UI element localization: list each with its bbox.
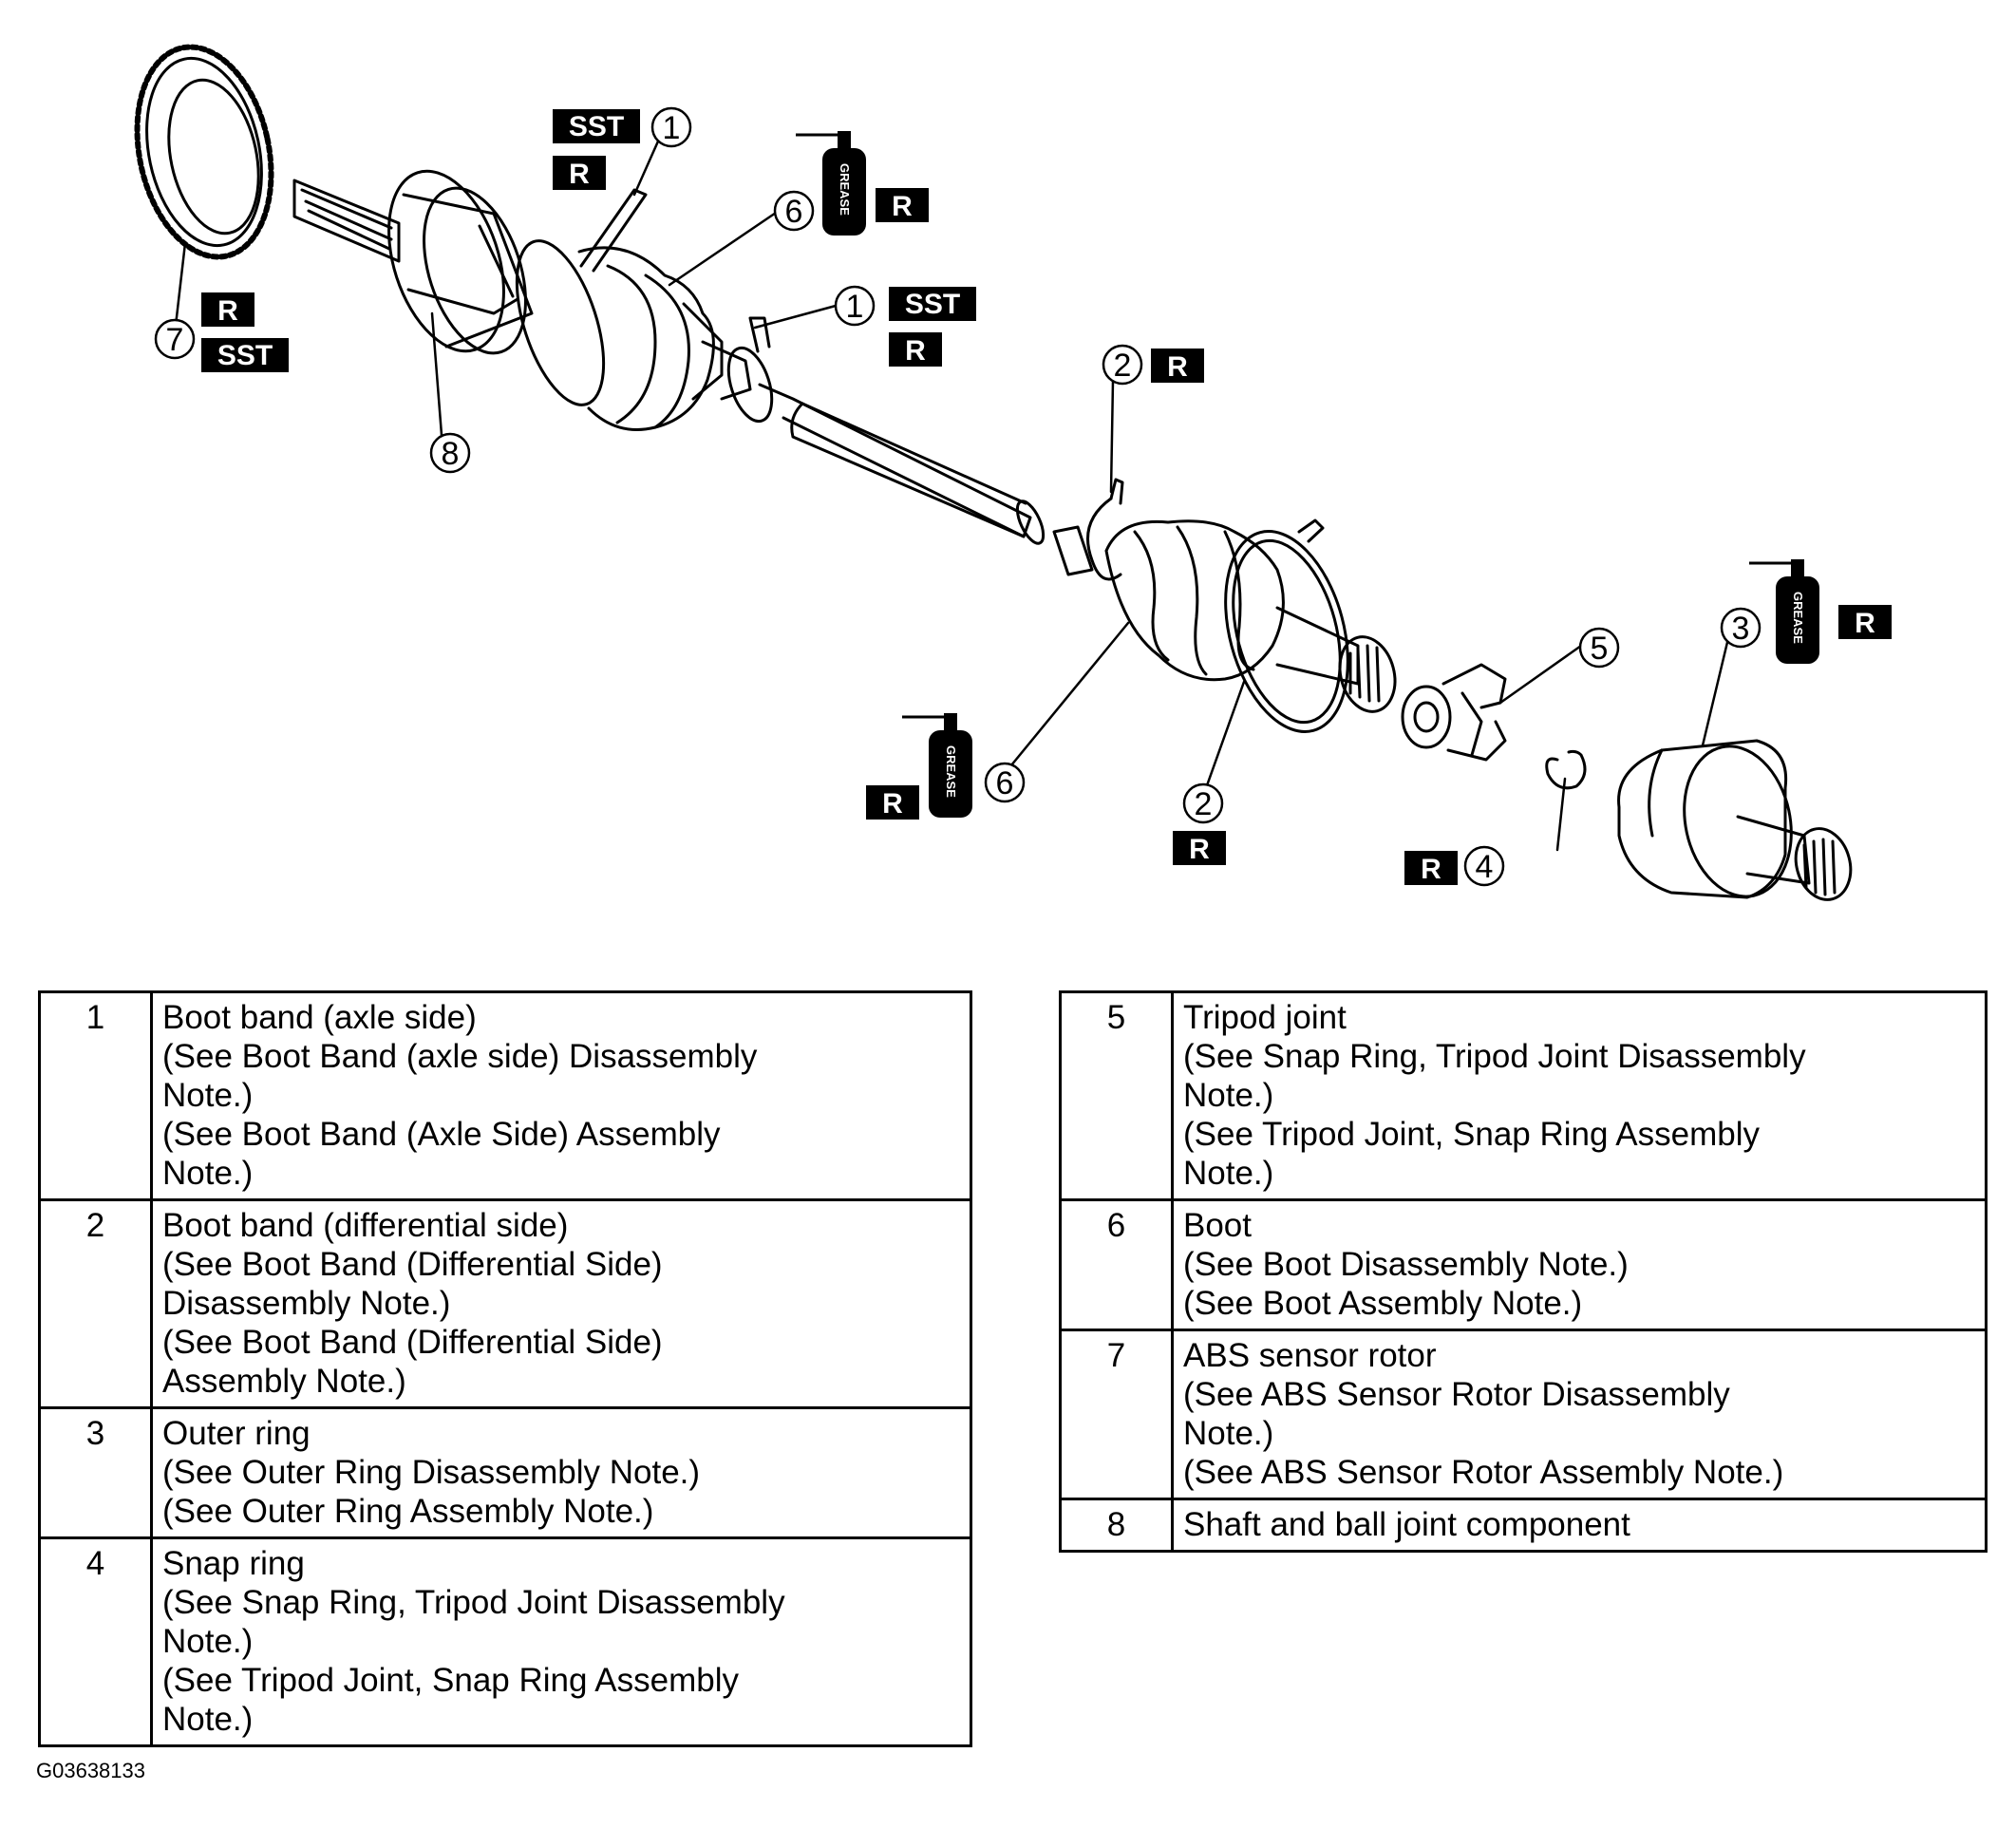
table-row: 6 Boot (See Boot Disassembly Note.) (See… [1059,1198,1988,1331]
exploded-drive-shaft-diagram: 1 6 1 7 8 2 3 5 [134,44,1892,901]
part-description: Shaft and ball joint component [1171,1498,1988,1553]
callout-1-lower: 1 [834,285,876,327]
abs-sensor-rotor [134,44,274,260]
callout-5: 5 [1578,627,1620,669]
grease-can-icon-right: GREASE [1749,559,1819,664]
r-badge-4: R [1404,851,1458,885]
r-badge-6-upper-text: R [892,191,913,222]
callout-3: 3 [1720,607,1762,649]
part-number: 6 [1059,1198,1174,1331]
r-badge-2-lower-text: R [1189,834,1210,865]
table-row: 1 Boot band (axle side) (See Boot Band (… [38,990,972,1201]
r-badge-3: R [1838,605,1892,639]
callout-8-label: 8 [442,436,460,472]
sst-badge-7-text: SST [217,340,273,371]
boot-band-differential-side-lower [1224,518,1349,733]
part-description: Outer ring (See Outer Ring Disassembly N… [150,1406,972,1539]
boot-band-differential-side-upper [1052,478,1124,581]
callout-2-lower-label: 2 [1195,786,1213,822]
inner-shaft-spline [1275,606,1397,713]
grease-can-icon-lower: GREASE [902,713,972,818]
callout-4: 4 [1463,845,1505,887]
grease-cans: GREASE GREASE GREASE [796,131,1819,818]
shaft-and-ball-joint-component [292,169,534,355]
sst-badge-1-lower: SST [889,287,976,321]
sst-badge-1-upper-text: SST [569,111,624,142]
callout-1-upper-label: 1 [663,110,681,146]
r-badge-6-lower-text: R [882,788,903,820]
callout-1-upper: 1 [650,106,692,148]
r-badge-1-lower: R [889,332,942,367]
callout-circles: 1 6 1 7 8 2 3 5 [154,106,1762,887]
part-description: Tripod joint (See Snap Ring, Tripod Join… [1171,990,1988,1201]
leader-lines [172,124,1731,852]
callout-6-upper-label: 6 [785,194,803,230]
part-number: 4 [38,1536,153,1747]
callout-6-lower-label: 6 [996,765,1014,801]
part-number: 8 [1059,1498,1174,1553]
callout-7-label: 7 [166,322,184,358]
boot-differential-side [1104,519,1285,682]
table-row: 7 ABS sensor rotor (See ABS Sensor Rotor… [1059,1329,1988,1500]
callout-4-label: 4 [1476,849,1494,885]
r-badge-2-upper-text: R [1167,351,1188,383]
part-number: 1 [38,990,153,1201]
part-number: 7 [1059,1329,1174,1500]
outer-ring [1617,739,1853,901]
table-row: 8 Shaft and ball joint component [1059,1498,1988,1553]
callout-2-upper-label: 2 [1114,348,1132,384]
part-number: 2 [38,1198,153,1409]
part-description: Snap ring (See Snap Ring, Tripod Joint D… [150,1536,972,1747]
boot-wheel-side [577,246,752,431]
figure-code: G03638133 [36,1759,145,1782]
sst-badge-1-lower-text: SST [905,289,960,320]
callout-5-label: 5 [1591,631,1609,667]
replace-and-tool-badges: SST R R SST R R SST R [201,109,1892,885]
callout-2-upper: 2 [1102,344,1143,386]
callout-3-label: 3 [1732,611,1750,647]
callout-6-upper: 6 [773,190,815,232]
part-description: ABS sensor rotor (See ABS Sensor Rotor D… [1171,1329,1988,1500]
r-badge-1-upper-text: R [569,159,590,190]
table-row: 4 Snap ring (See Snap Ring, Tripod Joint… [38,1536,972,1747]
r-badge-2-lower: R [1173,831,1226,865]
part-number: 5 [1059,990,1174,1201]
parts-table-left: 1 Boot band (axle side) (See Boot Band (… [38,990,972,1747]
grease-can-icon-upper: GREASE [796,131,866,236]
callout-1-lower-label: 1 [846,289,864,325]
parts-table-right: 5 Tripod joint (See Snap Ring, Tripod Jo… [1059,990,1988,1553]
sst-badge-7: SST [201,338,289,372]
table-row: 2 Boot band (differential side) (See Boo… [38,1198,972,1409]
r-badge-7: R [201,292,254,327]
grease-label-upper: GREASE [838,163,852,216]
boot-band-axle-side-lower [726,316,774,424]
part-number: 3 [38,1406,153,1539]
r-badge-1-upper: R [553,156,606,190]
part-description: Boot (See Boot Disassembly Note.) (See B… [1171,1198,1988,1331]
callout-6-lower: 6 [984,762,1026,803]
callout-7: 7 [154,318,196,360]
boot-band-axle-side-upper [515,188,648,406]
part-description: Boot band (differential side) (See Boot … [150,1198,972,1409]
table-row: 5 Tripod joint (See Snap Ring, Tripod Jo… [1059,990,1988,1201]
sst-badge-1-upper: SST [553,109,640,143]
grease-label-right: GREASE [1791,592,1805,644]
callout-8: 8 [429,432,471,474]
intermediate-shaft [758,383,1046,545]
r-badge-7-text: R [217,295,238,327]
tripod-joint [1401,663,1507,762]
grease-label-lower: GREASE [944,745,958,798]
r-badge-6-lower: R [866,785,919,820]
snap-ring [1545,749,1587,790]
callout-2-lower: 2 [1182,782,1224,824]
r-badge-4-text: R [1421,854,1441,885]
r-badge-6-upper: R [876,188,929,222]
part-description: Boot band (axle side) (See Boot Band (ax… [150,990,972,1201]
r-badge-2-upper: R [1151,349,1204,383]
r-badge-1-lower-text: R [905,335,926,367]
r-badge-3-text: R [1855,608,1875,639]
table-row: 3 Outer ring (See Outer Ring Disassembly… [38,1406,972,1539]
